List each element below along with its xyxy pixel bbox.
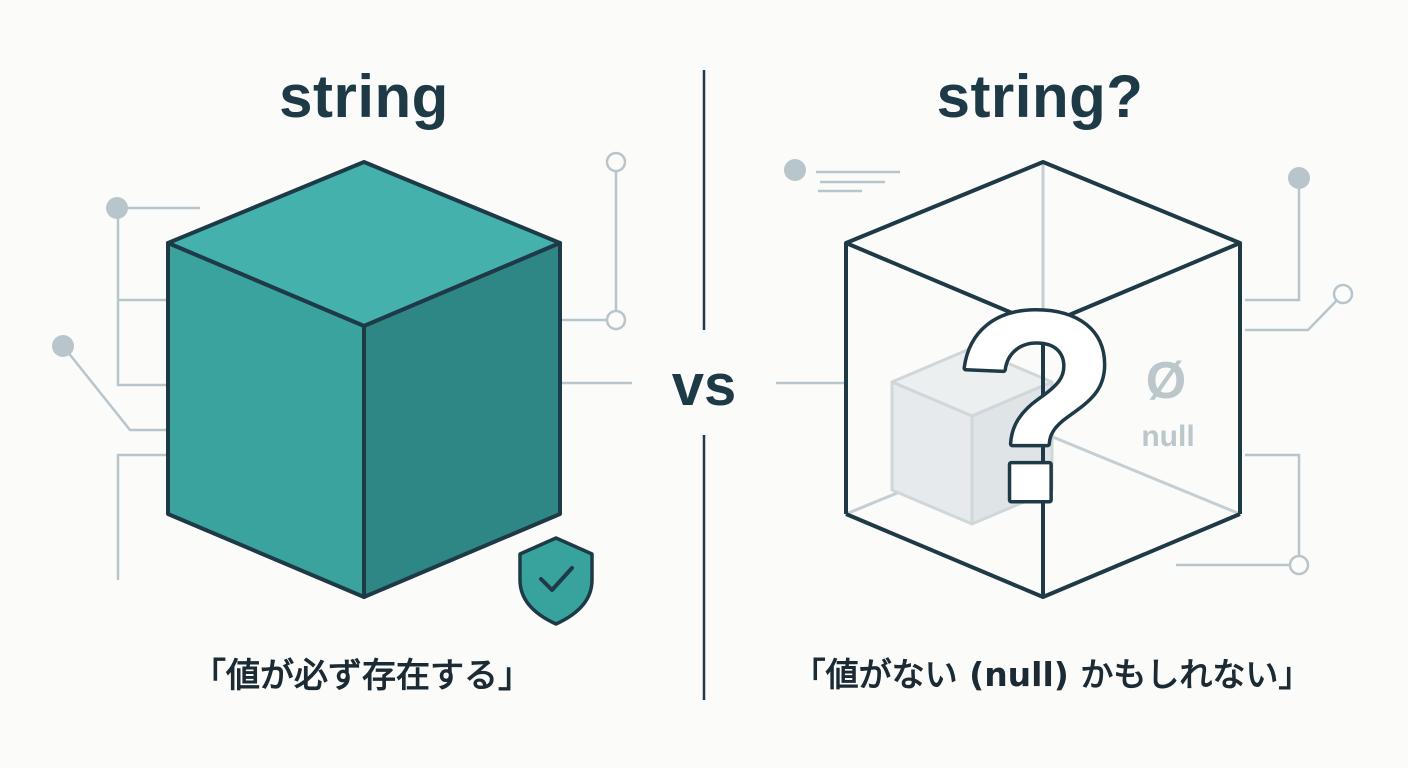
right-circuit-lines [776, 170, 1344, 567]
circuit-node-dot [784, 159, 806, 181]
ghost-cube [890, 346, 1054, 526]
circuit-node-dot [106, 197, 128, 219]
shield-check-icon [518, 536, 594, 626]
circuit-node-ring [605, 151, 627, 173]
cube-side-face [362, 241, 562, 599]
circuit-node-dot [1288, 167, 1310, 189]
wireframe-cube [844, 160, 1242, 599]
null-label: null [1141, 420, 1194, 453]
vs-label: vs [671, 353, 737, 418]
circuit-node-ring [1332, 283, 1354, 305]
circuit-node-ring [605, 309, 627, 331]
string-type-title: string [279, 63, 449, 130]
nullable-string-caption: 「値がない (null) かもしれない」 [792, 655, 1312, 694]
circuit-node-dot [52, 335, 74, 357]
string-caption: 「値が必ず存在する」 [192, 656, 532, 696]
circuit-node-ring [1288, 554, 1310, 576]
solid-cube [166, 160, 562, 599]
empty-set-icon: Ø [1146, 352, 1186, 410]
question-mark-icon: ? [954, 257, 1119, 558]
nullable-string-type-title: string? [936, 63, 1144, 130]
